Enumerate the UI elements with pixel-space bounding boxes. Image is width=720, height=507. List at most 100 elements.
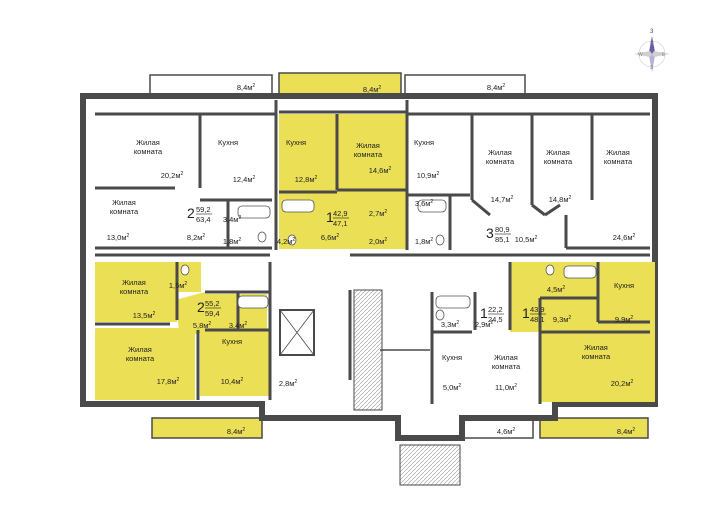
room-name: комната (544, 157, 573, 166)
room-label: 5,8м2 (193, 321, 212, 330)
svg-text:59,2: 59,2 (196, 205, 211, 214)
room-area: 4,5м2 (547, 285, 566, 294)
room-name: Кухня (614, 281, 634, 290)
room-label: 4,2м2 (277, 237, 296, 246)
room-area: 8,4м2 (617, 427, 636, 436)
room-name: Жилая (136, 138, 160, 147)
room-label: 8,2м2 (187, 233, 206, 242)
svg-text:1: 1 (326, 209, 334, 225)
room-area: 10,4м2 (221, 377, 244, 386)
room-label: 6,6м2 (321, 233, 340, 242)
svg-text:47,1: 47,1 (333, 219, 348, 228)
room-name: Жилая (112, 198, 136, 207)
room-name: Кухня (442, 353, 462, 362)
compass-small-label: 3 (650, 29, 654, 35)
svg-text:1: 1 (480, 305, 488, 321)
svg-text:22,2: 22,2 (488, 305, 503, 314)
room-area: 13,0м2 (107, 233, 130, 242)
room-area: 17,8м2 (157, 377, 180, 386)
svg-text:85,1: 85,1 (495, 235, 510, 244)
apartment-label: 1 43,9 48,1 (522, 305, 546, 324)
svg-text:2: 2 (187, 205, 195, 221)
room-label: 2,9м2 (475, 320, 494, 329)
room-name: Кухня (414, 138, 434, 147)
room-area: 20,2м2 (161, 171, 184, 180)
room-area: 8,4м2 (227, 427, 246, 436)
svg-text:24,5: 24,5 (488, 315, 503, 324)
room-area: 8,4м2 (363, 85, 382, 94)
apartment-label: 3 80,9 85,1 (486, 225, 511, 244)
room-area: 8,4м2 (237, 83, 256, 92)
room-name: комната (126, 354, 155, 363)
balcony-highlight (278, 72, 402, 96)
svg-text:55,2: 55,2 (205, 299, 220, 308)
room-name: комната (486, 157, 515, 166)
room-area: 2,9м2 (475, 320, 494, 329)
room-name: Жилая (122, 278, 146, 287)
room-area: 1,8м2 (415, 237, 434, 246)
compass-south: S (650, 65, 654, 71)
room-area: 10,9м2 (417, 171, 440, 180)
room-name: Жилая (606, 148, 630, 157)
room-name: комната (582, 352, 611, 361)
room-name: Жилая (494, 353, 518, 362)
apartment-labels: 2 59,2 63,4 1 42,9 47,1 3 80,9 85,1 2 55… (187, 205, 546, 324)
apartment-label: 2 55,2 59,4 (197, 299, 221, 318)
bathroom-fixtures (180, 199, 597, 321)
svg-text:59,4: 59,4 (205, 309, 220, 318)
compass-west: W (638, 52, 643, 58)
room-label: 2,8м2 (279, 379, 298, 388)
svg-text:43,9: 43,9 (530, 305, 545, 314)
room-label: 8,4м2 (237, 83, 256, 92)
room-label: 8,4м2 (227, 427, 246, 436)
room-label: 1,8м2 (415, 237, 434, 246)
room-area: 2,7м2 (369, 209, 388, 218)
room-label: 3,3м2 (441, 320, 460, 329)
room-label: 9,3м2 (553, 315, 572, 324)
room-name: Жилая (546, 148, 570, 157)
room-area: 10,5м2 (515, 235, 538, 244)
svg-text:3: 3 (486, 225, 494, 241)
room-area: 2,0м2 (369, 237, 388, 246)
room-area: 2,8м2 (279, 379, 298, 388)
stairwell (279, 289, 461, 486)
room-area: 24,6м2 (613, 233, 636, 242)
room-name: комната (110, 207, 139, 216)
room-label: 3,4м2 (229, 321, 248, 330)
room-area: 9,9м2 (615, 315, 634, 324)
compass-east: E (662, 52, 666, 58)
room-area: 13,5м2 (133, 311, 156, 320)
apartment-label: 1 42,9 47,1 (326, 209, 349, 228)
room-label: 3,6м2 (415, 199, 434, 208)
room-label: 2,7м2 (369, 209, 388, 218)
room-name: Жилая (488, 148, 512, 157)
room-name: Жилая (128, 345, 152, 354)
room-area: 20,2м2 (611, 379, 634, 388)
room-area: 3,3м2 (441, 320, 460, 329)
room-name: комната (120, 287, 149, 296)
room-label: 8,4м2 (363, 85, 382, 94)
room-labels: Жилаякомната20,2м2Кухня12,4м2Кухня12,8м2… (107, 83, 636, 436)
room-area: 3,6м2 (415, 199, 434, 208)
compass-rose: 3 N S E W (634, 29, 670, 72)
room-area: 5,8м2 (193, 321, 212, 330)
room-label: 4,6м2 (497, 427, 516, 436)
room-name: Жилая (356, 141, 380, 150)
room-label: 1,8м2 (223, 237, 242, 246)
room-label: 8,4м2 (487, 83, 506, 92)
room-area: 6,6м2 (321, 233, 340, 242)
compass-north: N (650, 41, 654, 47)
room-area: 14,7м2 (491, 195, 514, 204)
room-name: комната (354, 150, 383, 159)
